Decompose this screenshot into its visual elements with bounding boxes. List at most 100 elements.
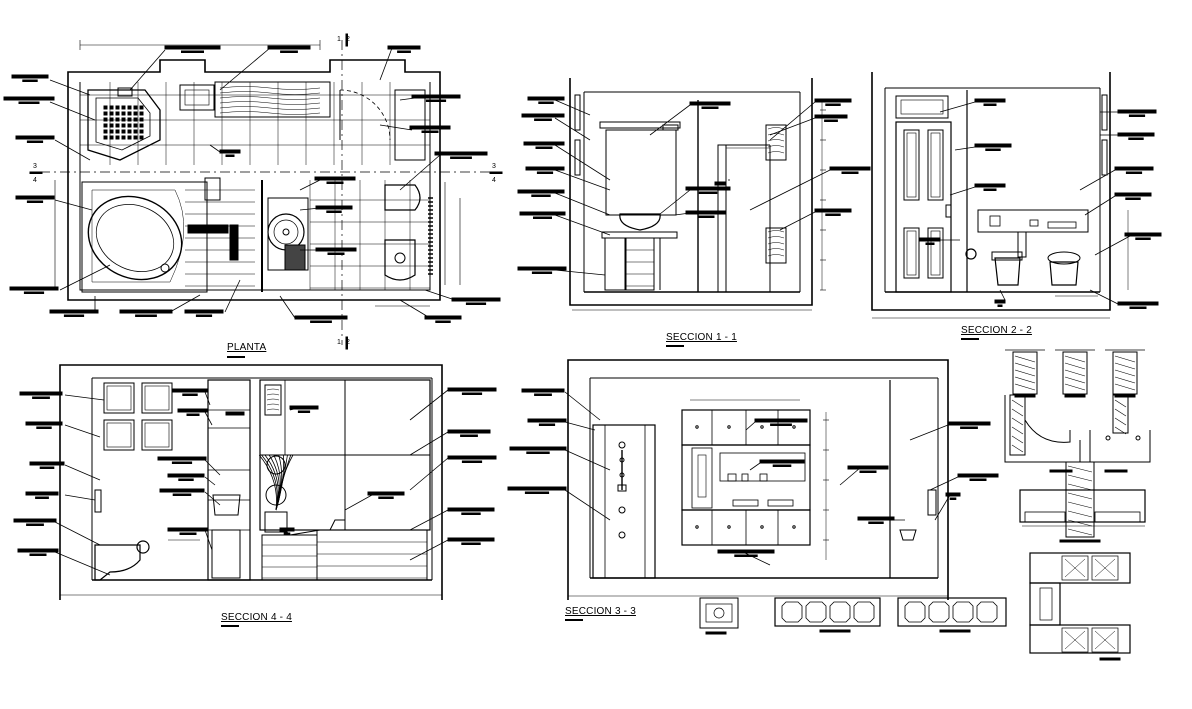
wood-grain xyxy=(219,101,321,105)
label-subbar xyxy=(36,426,52,429)
drain-grid xyxy=(115,123,120,128)
label-bar xyxy=(15,135,55,140)
s4-outer xyxy=(59,364,443,600)
s1-vanity-left xyxy=(604,237,626,291)
leader-line xyxy=(344,494,373,511)
s2-door-handle xyxy=(945,204,952,218)
label-subbar xyxy=(524,491,550,494)
leader-line xyxy=(554,144,611,181)
detail-hatch xyxy=(1114,426,1127,435)
s1-wood-panel xyxy=(765,227,787,264)
label-bar xyxy=(157,456,207,461)
door-swing xyxy=(339,89,391,141)
label-subbar xyxy=(22,79,38,82)
detail-section xyxy=(1012,351,1038,395)
label-subbar xyxy=(985,148,1001,151)
label-bar xyxy=(3,96,55,101)
label-subbar xyxy=(1125,197,1141,200)
title-seccion-4-4-scale-bar xyxy=(221,625,239,627)
s4-towel xyxy=(225,411,245,416)
label-bar xyxy=(521,113,565,118)
detail-cell-x xyxy=(1094,558,1116,578)
label-subbar xyxy=(327,252,345,255)
label-subbar xyxy=(538,101,554,104)
detail-beam-cell xyxy=(952,601,974,623)
leader-line xyxy=(769,101,816,141)
leader-line xyxy=(659,189,691,215)
label-bar xyxy=(279,527,295,532)
label-bar xyxy=(29,461,65,466)
wood-grain xyxy=(219,86,321,90)
drain-grid xyxy=(121,123,126,128)
detail-hatch xyxy=(1064,376,1086,384)
label-bar xyxy=(857,516,895,521)
label-bar xyxy=(509,446,567,451)
label-subbar xyxy=(701,106,719,109)
leader-line xyxy=(564,421,596,431)
s2-item xyxy=(1029,219,1039,227)
drain-grid xyxy=(109,117,114,122)
detail-label xyxy=(1099,657,1121,661)
cut-mark-1-top: 1 xyxy=(337,36,341,43)
s2-door-panel xyxy=(903,129,920,201)
drain-grid xyxy=(133,105,138,110)
detail-hatch xyxy=(1011,426,1024,435)
label-bar xyxy=(167,527,209,532)
label-subbar xyxy=(461,392,483,395)
drain-grid xyxy=(109,129,114,134)
detail-hatch xyxy=(1114,362,1136,370)
label-subbar xyxy=(534,393,552,396)
tub-frame xyxy=(91,189,185,283)
s2-transom-inner xyxy=(900,99,944,115)
detail-hatch xyxy=(1011,417,1024,426)
detail-hatch xyxy=(1011,408,1024,417)
drain-grid xyxy=(133,111,138,116)
detail-knob xyxy=(1135,435,1141,441)
detail-label xyxy=(1049,469,1073,473)
label-subbar xyxy=(23,291,45,294)
detail-label xyxy=(1059,539,1101,543)
cut-mark-4-left: 4 xyxy=(33,177,37,184)
leader-line xyxy=(939,101,976,113)
leader-line xyxy=(204,476,216,486)
shower-tray-inner xyxy=(95,97,151,151)
s1-wood-grain xyxy=(767,145,785,148)
detail-hatch xyxy=(1114,417,1127,426)
label-subbar xyxy=(1128,114,1146,117)
label-bar xyxy=(714,181,726,186)
detail-slab xyxy=(1094,511,1141,523)
label-bar xyxy=(434,151,488,156)
detail-slab xyxy=(1024,511,1066,523)
s3-basket xyxy=(899,529,917,541)
s4-tub-side xyxy=(316,529,428,581)
s4-faucet xyxy=(329,519,345,531)
detail-hatch xyxy=(1014,383,1036,391)
label-bar xyxy=(447,387,497,392)
detail-hatch xyxy=(1014,376,1036,384)
s4-plant-bush xyxy=(266,455,286,475)
s3-knob xyxy=(727,525,731,529)
s1-wood-grain xyxy=(767,248,785,251)
detail-cell xyxy=(1061,555,1089,581)
s1-wood-grain xyxy=(767,230,785,233)
s3-knob xyxy=(695,525,699,529)
label-bar xyxy=(447,507,495,512)
drain-grid xyxy=(133,129,138,134)
leader-line xyxy=(299,179,321,191)
title-planta: PLANTA xyxy=(227,342,267,353)
leader-line xyxy=(59,264,111,291)
s2-toilet xyxy=(994,257,1021,286)
deck-post xyxy=(229,224,239,261)
label-bar xyxy=(17,548,59,553)
s1-wood-grain xyxy=(767,236,785,239)
label-subbar xyxy=(461,460,483,463)
detail-cell xyxy=(1091,627,1119,653)
label-subbar xyxy=(425,99,447,102)
detail-sink-a xyxy=(1004,395,1081,463)
label-bar xyxy=(159,488,205,493)
detail-hatch xyxy=(1014,362,1036,370)
label-subbar xyxy=(186,413,200,416)
drain-grid xyxy=(127,129,132,134)
s4-picture-frame xyxy=(103,382,135,414)
label-bar xyxy=(167,473,205,478)
